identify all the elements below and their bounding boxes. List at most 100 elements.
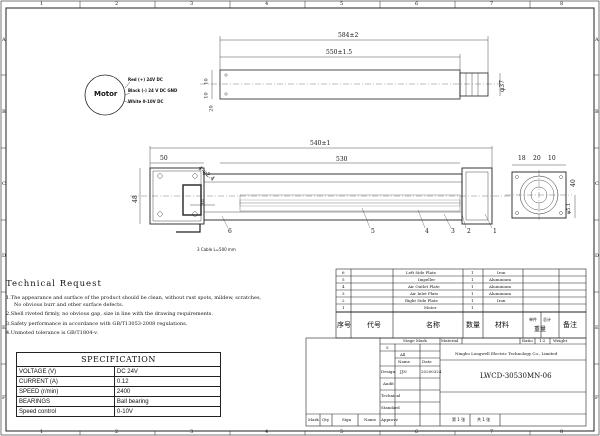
col-label: 6 bbox=[415, 1, 419, 7]
dim-phi5: φ5.1 bbox=[566, 202, 573, 215]
bom-grid bbox=[335, 268, 587, 339]
tb-num5: 5 bbox=[386, 345, 389, 350]
wire-red: Red (+) 24V DC bbox=[128, 77, 163, 82]
bom-no: 3 bbox=[342, 291, 345, 296]
row-label: C bbox=[2, 181, 6, 187]
dim-side-18: 18 bbox=[518, 155, 526, 162]
front-view bbox=[130, 167, 510, 233]
request-item: 1.The appearance and surface of the prod… bbox=[6, 295, 262, 301]
technical-request: Technical Request 1.The appearance and s… bbox=[6, 279, 326, 340]
balloon-6: 6 bbox=[228, 228, 232, 235]
bom-header-weight: 重量 bbox=[534, 326, 547, 333]
row-label: B bbox=[2, 109, 6, 115]
dim-50: 50 bbox=[160, 155, 168, 162]
col-label: 1 bbox=[40, 429, 44, 435]
tb-audit: Audit bbox=[383, 381, 394, 386]
dim-30: 30 bbox=[200, 199, 207, 206]
tb-weight-label: Weight bbox=[553, 338, 568, 343]
dim-10b: 10 bbox=[203, 92, 210, 99]
bom-name: Air Outlet Plate bbox=[408, 284, 440, 289]
title-block-grid bbox=[305, 337, 587, 427]
spec-row: CURRENT (A)0.12 bbox=[16, 376, 222, 387]
tb-name: Name bbox=[364, 417, 377, 422]
bom-qty: 1 bbox=[471, 284, 474, 289]
bom-no: 4 bbox=[342, 284, 345, 289]
tb-date-label: Date bbox=[422, 359, 432, 364]
dim-overall-length: 584±2 bbox=[338, 32, 359, 39]
row-label: F bbox=[595, 395, 599, 401]
spec-value: Ball bearing bbox=[113, 396, 222, 407]
bom-name: Left Side Plate bbox=[406, 270, 436, 275]
tb-design-date: 20200324 bbox=[421, 369, 442, 374]
tb-technical: Technical bbox=[381, 393, 401, 398]
balloon-5: 5 bbox=[371, 228, 375, 235]
leaders bbox=[221, 207, 493, 229]
balloon-3: 3 bbox=[451, 228, 455, 235]
bom-material: Aluminium bbox=[489, 284, 512, 289]
spec-row: VOLTAGE (V)DC 24V bbox=[16, 366, 222, 377]
spec-param: VOLTAGE (V) bbox=[16, 366, 115, 377]
dim-side-40: 40 bbox=[569, 179, 577, 187]
dim-540: 540±1 bbox=[310, 140, 331, 147]
row-label: A bbox=[2, 37, 6, 43]
dim-530: 530 bbox=[336, 156, 348, 163]
spec-value: 0.12 bbox=[113, 376, 222, 387]
col-label: 7 bbox=[490, 429, 494, 435]
row-label: D bbox=[595, 253, 600, 259]
tb-ratio: 1:2 bbox=[539, 338, 546, 343]
bom-name: Impeller bbox=[418, 277, 436, 282]
row-label: C bbox=[595, 181, 599, 187]
tb-ratio-label: Ratio bbox=[522, 338, 533, 343]
request-item: 2.Shell riveted firmly, no obvious gap, … bbox=[6, 311, 213, 317]
inner-border bbox=[5, 7, 595, 432]
bom-no: 1 bbox=[342, 305, 345, 310]
bom-header-remark: 备注 bbox=[563, 321, 577, 329]
row-label: E bbox=[595, 325, 599, 331]
cable-note: 3 Cable L=500 mm bbox=[197, 247, 236, 252]
col-label: 5 bbox=[340, 429, 344, 435]
tb-company: Ningbo Longwell Electric Technology Co.,… bbox=[455, 351, 558, 356]
top-dimensions bbox=[211, 36, 501, 99]
request-item: 4.Unmoted tolerance is GB/T1804-v. bbox=[6, 330, 98, 336]
tb-sheet: 第 1 张 bbox=[452, 417, 466, 422]
tb-sign: Sign bbox=[342, 417, 352, 422]
dim-10a: 10 bbox=[203, 78, 210, 85]
bom-material: Iron bbox=[497, 298, 506, 303]
col-label: 6 bbox=[415, 429, 419, 435]
bom-qty: 1 bbox=[471, 305, 474, 310]
dim-side-10: 10 bbox=[548, 155, 556, 162]
bom-header-code: 代号 bbox=[367, 321, 381, 329]
col-label: 3 bbox=[190, 1, 194, 7]
row-label: D bbox=[2, 253, 7, 259]
specification-table: SPECIFICATION VOLTAGE (V)DC 24V CURRENT … bbox=[16, 352, 222, 417]
tb-qty: Qty bbox=[322, 417, 330, 422]
col-label: 7 bbox=[490, 1, 494, 7]
bom-name: Right Side Plate bbox=[405, 298, 438, 303]
motor-symbol bbox=[84, 74, 131, 116]
tb-design: Design bbox=[381, 369, 396, 374]
bom-no: 2 bbox=[342, 298, 345, 303]
spec-value: 0-10V bbox=[113, 406, 222, 417]
top-view bbox=[200, 69, 500, 100]
tb-mark: Mark bbox=[308, 417, 319, 422]
col-label: 1 bbox=[40, 1, 44, 7]
request-item: No obvious burr and other surface defect… bbox=[14, 301, 124, 308]
col-label: 5 bbox=[340, 1, 344, 7]
col-label: 2 bbox=[115, 429, 119, 435]
row-label: E bbox=[2, 325, 6, 331]
spec-param: CURRENT (A) bbox=[16, 376, 115, 387]
row-label: A bbox=[595, 37, 599, 43]
tb-name-label: Name bbox=[398, 359, 411, 364]
side-view bbox=[505, 164, 576, 222]
tb-approve: Approve bbox=[381, 417, 398, 422]
bom-qty: 1 bbox=[471, 270, 474, 275]
bom-header-total-weight: 总计 bbox=[543, 317, 551, 322]
col-label: 4 bbox=[265, 429, 269, 435]
tb-designer: JJN bbox=[400, 369, 407, 374]
spec-title: SPECIFICATION bbox=[16, 352, 221, 367]
col-label: 8 bbox=[560, 1, 564, 7]
tb-total: 共 1 张 bbox=[477, 417, 491, 422]
